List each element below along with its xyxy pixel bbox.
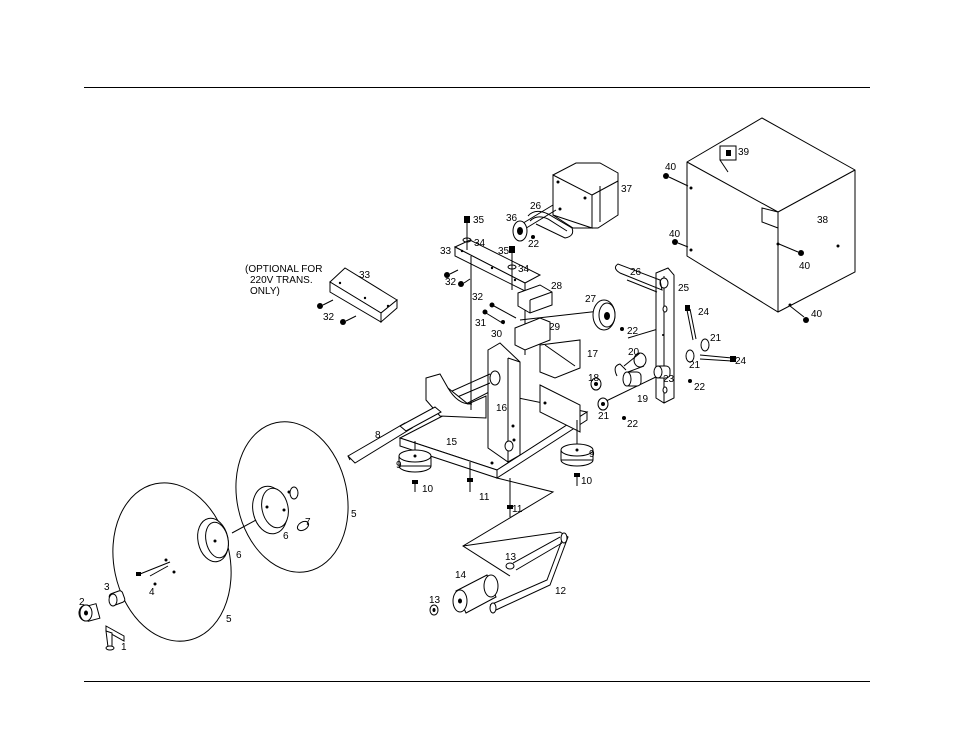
callout-28: 28 — [551, 281, 563, 292]
callout-33: 33 — [440, 246, 452, 257]
callout-18: 18 — [588, 373, 600, 384]
callout-22: 22 — [627, 326, 639, 337]
callout-35: 35 — [473, 215, 485, 226]
optional-note-line-1: (OPTIONAL FOR — [245, 264, 322, 275]
callout-40: 40 — [665, 162, 677, 173]
callout-22: 22 — [528, 239, 540, 250]
callout-26: 26 — [630, 267, 642, 278]
callout-32: 32 — [445, 277, 457, 288]
part-drive-block — [482, 284, 581, 379]
callout-24: 24 — [698, 307, 710, 318]
callout-5: 5 — [226, 614, 232, 625]
callout-37: 37 — [621, 184, 633, 195]
callout-33: 33 — [359, 270, 371, 281]
callout-21: 21 — [689, 360, 701, 371]
optional-note-line-3: ONLY) — [250, 286, 280, 297]
part-shaft — [347, 406, 442, 464]
part-cover — [686, 117, 856, 313]
callout-31: 31 — [475, 318, 487, 329]
callout-23: 23 — [663, 374, 675, 385]
callout-13: 13 — [429, 595, 441, 606]
callout-40: 40 — [799, 261, 811, 272]
bracket-screws — [462, 216, 517, 290]
top-rule — [84, 87, 870, 88]
callout-38: 38 — [817, 215, 829, 226]
part-motor — [519, 162, 619, 231]
callout-15: 15 — [446, 437, 458, 448]
bottom-rule — [84, 681, 870, 682]
callout-25: 25 — [678, 283, 690, 294]
part-hub-crank — [78, 590, 126, 651]
callout-21: 21 — [598, 411, 610, 422]
callout-21: 21 — [710, 333, 722, 344]
callout-24: 24 — [735, 356, 747, 367]
callout-10: 10 — [422, 484, 434, 495]
callout-29: 29 — [549, 322, 561, 333]
callout-7: 7 — [305, 517, 311, 528]
callout-19: 19 — [637, 394, 649, 405]
part-front-reel-flange — [112, 482, 257, 642]
callout-32: 32 — [472, 292, 484, 303]
callout-34: 34 — [518, 264, 530, 275]
callout-35: 35 — [498, 246, 510, 257]
callout-8: 8 — [375, 430, 381, 441]
part-motor-pulley — [512, 210, 574, 242]
callout-36: 36 — [506, 213, 518, 224]
callout-40: 40 — [669, 229, 681, 240]
callout-27: 27 — [585, 294, 597, 305]
callout-16: 16 — [496, 403, 508, 414]
callout-3: 3 — [104, 582, 110, 593]
callout-9: 9 — [396, 460, 402, 471]
callout-30: 30 — [491, 329, 503, 340]
cover-screws — [663, 173, 809, 323]
part-roller — [429, 574, 499, 616]
callout-22: 22 — [627, 419, 639, 430]
part-bolts — [685, 305, 736, 362]
callout-39: 39 — [738, 147, 750, 158]
callout-5: 5 — [351, 509, 357, 520]
callout-12: 12 — [555, 586, 567, 597]
callout-4: 4 — [149, 587, 155, 598]
part-feet — [398, 420, 594, 517]
part-large-pulley — [592, 299, 624, 331]
part-optional-bracket — [317, 267, 398, 325]
callout-20: 20 — [628, 347, 640, 358]
callout-1: 1 — [121, 642, 127, 653]
callout-9: 9 — [589, 449, 595, 460]
callout-22: 22 — [694, 382, 706, 393]
part-rear-reel-flange — [235, 421, 349, 573]
part-pinch-roller — [590, 338, 710, 420]
callout-11: 11 — [512, 504, 523, 515]
optional-note-line-2: 220V TRANS. — [250, 275, 313, 286]
callout-34: 34 — [474, 238, 486, 249]
callout-2: 2 — [79, 597, 85, 608]
part-switch — [719, 145, 737, 173]
callout-17: 17 — [587, 349, 599, 360]
part-roller-frame — [462, 531, 569, 614]
callout-6: 6 — [236, 550, 242, 561]
callout-13: 13 — [505, 552, 517, 563]
callout-6: 6 — [283, 531, 289, 542]
callout-26: 26 — [530, 201, 542, 212]
callout-11: 11 — [479, 492, 490, 503]
callout-32: 32 — [323, 312, 335, 323]
callout-40: 40 — [811, 309, 823, 320]
callout-10: 10 — [581, 476, 593, 487]
callout-14: 14 — [455, 570, 467, 581]
